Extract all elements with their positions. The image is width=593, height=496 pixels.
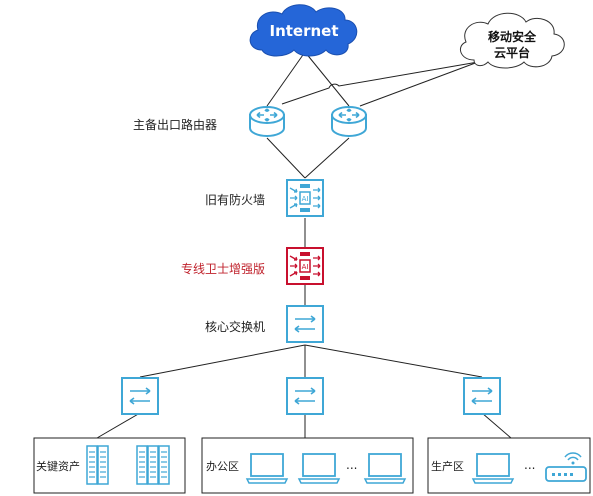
mobile-security-cloud-label-line1: 移动安全: [487, 30, 536, 44]
server-rack-icon: [86, 445, 109, 485]
production-ellipsis: ...: [524, 458, 536, 472]
svg-text:AI: AI: [302, 263, 309, 271]
server-rack-icon: [136, 445, 170, 485]
old-firewall-label: 旧有防火墙: [205, 193, 266, 207]
office-label: 办公区: [206, 460, 239, 473]
office-ellipsis: ...: [346, 458, 358, 472]
link-switch-production: [481, 412, 512, 439]
link-router-right-firewall: [304, 137, 350, 179]
router-icon: [331, 106, 367, 137]
link-internet-router-left: [266, 51, 306, 107]
core-switch-label: 核心交换机: [205, 320, 266, 334]
switch-icon: [121, 377, 159, 415]
mobile-security-cloud-label-line2: 云平台: [493, 46, 530, 60]
core-switch-icon: [286, 305, 324, 343]
mobile-security-cloud: [459, 12, 565, 69]
firewall-icon: AI: [286, 179, 324, 217]
svg-text:AI: AI: [302, 195, 309, 203]
link-core-switch-right: [304, 344, 483, 378]
link-core-switch-left: [139, 344, 306, 378]
laptop-icon: [245, 453, 289, 484]
iot-gateway-icon: [545, 452, 587, 482]
internet-cloud: [249, 4, 358, 57]
laptop-icon: [363, 453, 407, 484]
connection-lines: [96, 51, 512, 439]
internet-cloud-label: Internet: [269, 22, 339, 40]
laptop-icon: [297, 453, 341, 484]
switch-icon: [463, 377, 501, 415]
production-label: 生产区: [431, 460, 464, 473]
link-internet-router-right: [304, 51, 350, 107]
laptop-icon: [471, 453, 515, 484]
routers-label: 主备出口路由器: [133, 118, 218, 132]
guard-label: 专线卫士增强版: [181, 262, 266, 276]
key-assets-label: 关键资产: [36, 460, 80, 473]
link-cloud-router-left: [281, 61, 479, 105]
guard-firewall-icon: AI: [286, 247, 324, 285]
switch-icon: [286, 377, 324, 415]
link-cloud-router-right: [359, 61, 479, 107]
link-router-left-firewall: [266, 137, 306, 179]
link-switch-key-assets: [96, 412, 141, 439]
router-icon: [249, 106, 285, 137]
